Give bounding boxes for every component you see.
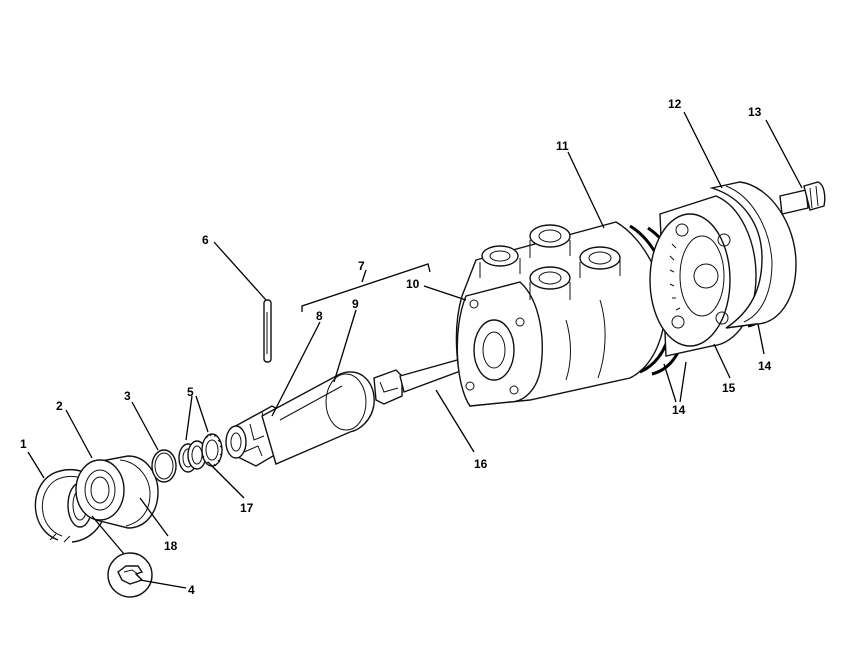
label-9: 9	[352, 297, 359, 311]
label-11: 11	[556, 139, 569, 153]
label-14-right: 14	[758, 359, 772, 373]
part-3-o-ring	[151, 449, 177, 483]
label-12: 12	[668, 97, 682, 111]
label-1: 1	[20, 437, 27, 451]
leader-lines	[27, 111, 803, 589]
part-7-bracket	[301, 263, 431, 312]
label-4: 4	[188, 583, 195, 597]
part-15-gerotor	[649, 195, 757, 357]
label-17: 17	[240, 501, 254, 515]
label-16: 16	[474, 457, 488, 471]
label-15: 15	[722, 381, 736, 395]
part-5-rings	[178, 440, 207, 473]
label-13: 13	[748, 105, 762, 119]
label-8: 8	[316, 309, 323, 323]
callout-labels: 1 2 3 4 5 6 7 8 9 10 11 12 13 14 14 15 1…	[20, 97, 772, 597]
label-14-left: 14	[672, 403, 686, 417]
part-2-end-cap	[75, 455, 159, 529]
part-13-cap-screw	[779, 181, 826, 215]
label-3: 3	[124, 389, 131, 403]
label-5: 5	[187, 385, 194, 399]
part-11-housing	[455, 221, 666, 407]
label-7: 7	[358, 259, 365, 273]
part-9-sleeve	[261, 371, 375, 465]
label-18: 18	[164, 539, 178, 553]
part-12-end-cover	[709, 181, 797, 329]
label-6: 6	[202, 233, 209, 247]
label-10: 10	[406, 277, 420, 291]
part-6-pin	[263, 299, 272, 363]
label-2: 2	[56, 399, 63, 413]
part-4-seal-detail	[91, 515, 153, 598]
part-17-thrust-bearing	[201, 433, 223, 467]
